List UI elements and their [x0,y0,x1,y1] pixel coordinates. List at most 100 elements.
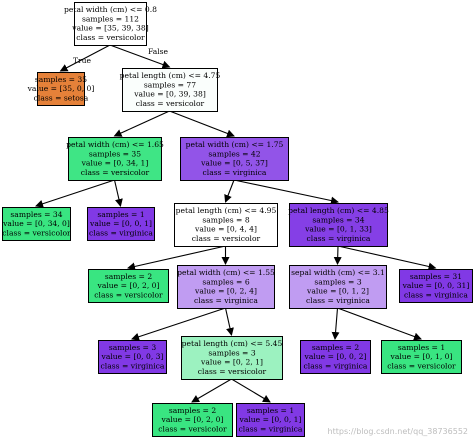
node-line-2: value = [0, 1, 33] [304,225,372,234]
node-line-0: samples = 1 [398,343,445,352]
node-line-1: samples = 112 [82,14,139,23]
node-line-0: samples = 2 [169,406,216,415]
node-line-2: class = versicolor [387,361,456,370]
tree-edge-n10-n14 [224,307,234,336]
node-box [289,203,388,247]
node-box [181,336,283,380]
node-box [2,207,71,241]
node-line-0: petal length (cm) <= 4.85 [288,206,389,215]
node-line-1: value = [35, 0, 0] [27,84,95,93]
tree-edge-n7-n9 [127,245,226,271]
node-line-2: value = [0, 4, 4] [194,225,257,234]
tree-edge-n11-n16 [337,307,422,341]
node-line-1: samples = 3 [314,277,361,286]
node-line-2: class = versicolor [158,424,227,433]
node-line-0: samples = 31 [410,272,462,281]
node-box [236,403,305,437]
node-box [88,269,169,303]
node-box [68,137,162,181]
node-box [289,265,387,309]
node-line-2: class = virginica [404,290,468,299]
node-line-1: value = [0, 0, 2] [304,352,367,361]
node-line-1: value = [0, 1, 0] [390,352,453,361]
node-line-3: class = virginica [307,234,371,243]
node-line-1: samples = 42 [208,149,260,158]
node-box [87,207,155,241]
node-box [74,2,147,46]
node-line-0: petal width (cm) <= 1.65 [66,140,164,149]
node-line-0: samples = 35 [35,75,87,84]
node-line-3: class = versicolor [198,367,267,376]
tree-edge-n14-n17 [191,378,232,403]
node-line-0: samples = 1 [97,210,144,219]
tree-edge-n8-n11 [333,245,342,265]
node-line-0: samples = 3 [109,343,156,352]
node-box [381,340,462,374]
node-line-1: samples = 34 [312,215,364,224]
node-box [177,265,275,309]
node-line-3: class = virginica [194,296,258,305]
node-line-2: class = virginica [304,361,368,370]
tree-edge-n4-n7 [224,179,235,203]
node-line-0: sepal width (cm) <= 3.1 [291,268,385,277]
node-box [122,68,218,112]
tree-edge-n2-n3 [113,110,170,137]
node-line-2: value = [0, 1, 2] [306,287,369,296]
node-line-1: value = [0, 2, 0] [97,281,160,290]
node-line-1: value = [0, 0, 1] [239,415,302,424]
node-line-0: samples = 2 [105,272,152,281]
node-line-1: samples = 6 [202,277,249,286]
node-line-2: value = [35, 39, 38] [71,24,148,33]
node-box [180,137,289,181]
node-line-2: class = virginica [89,228,153,237]
node-line-0: samples = 2 [312,343,359,352]
node-line-0: petal length (cm) <= 4.75 [120,71,221,80]
node-line-3: class = versicolor [81,168,150,177]
node-line-1: samples = 3 [208,348,255,357]
node-line-0: petal width (cm) <= 0.8 [64,5,157,14]
node-line-3: class = versicolor [136,99,205,108]
tree-edge-n0-n2 [109,44,171,69]
node-box [399,269,473,303]
node-line-2: class = setosa [34,93,89,102]
node-line-0: petal length (cm) <= 4.95 [176,206,277,215]
node-line-1: samples = 35 [89,149,141,158]
node-line-0: samples = 1 [247,406,294,415]
node-line-2: value = [0, 2, 1] [200,358,263,367]
node-box [300,340,371,374]
tree-edge-n11-n15 [331,307,340,340]
tree-edge-n3-n6 [113,179,123,207]
node-line-3: class = versicolor [192,234,261,243]
node-line-1: samples = 8 [202,215,249,224]
node-line-3: class = virginica [306,296,370,305]
edge-label-false: False [148,47,169,56]
node-line-2: class = virginica [101,361,165,370]
watermark-text: https://blog.csdn.net/qq_38736552 [327,427,468,436]
node-line-2: class = virginica [239,424,303,433]
node-line-1: value = [0, 34, 0] [2,219,70,228]
node-line-2: class = versicolor [94,290,163,299]
node-line-1: value = [0, 2, 0] [161,415,224,424]
node-line-0: petal width (cm) <= 1.75 [186,140,284,149]
tree-edge-n14-n18 [231,378,271,403]
tree-edge-n0-n1 [59,44,111,72]
tree-edge-n3-n5 [35,179,115,208]
node-line-2: class = versicolor [2,228,71,237]
